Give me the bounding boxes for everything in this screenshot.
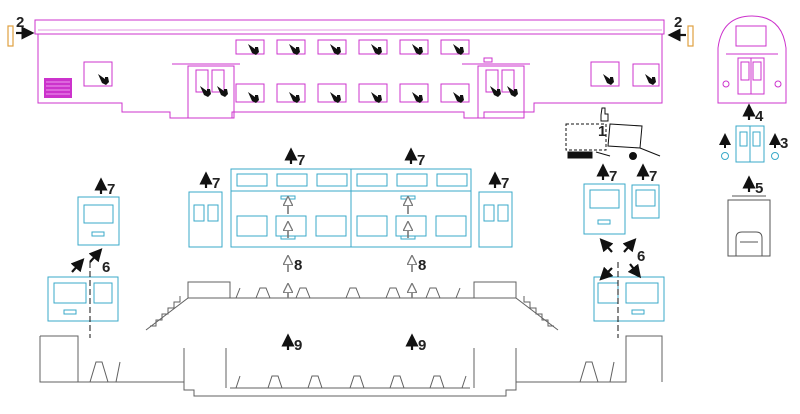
arrow-2-left: 2 bbox=[7, 14, 35, 47]
hand-pointer-icon bbox=[453, 44, 464, 55]
hand-pointer-icon bbox=[645, 74, 656, 85]
hand-pointer-icon bbox=[412, 44, 423, 55]
label-3: 3 bbox=[780, 135, 788, 152]
coach-side-view bbox=[34, 19, 665, 119]
hand-pointer-icon bbox=[289, 44, 300, 55]
label-7-f: 7 bbox=[609, 168, 617, 185]
label-7-g: 7 bbox=[649, 168, 657, 185]
labels-7: 7 7 7 7 7 7 7 bbox=[107, 152, 657, 198]
hand-pointer-icon bbox=[330, 44, 341, 55]
label-4: 4 bbox=[755, 108, 764, 125]
hand-pointer-icon bbox=[248, 44, 259, 55]
label-8-a: 8 bbox=[294, 257, 302, 274]
hand-pointer-icon bbox=[490, 86, 501, 97]
hand-pointer-icon bbox=[603, 74, 614, 85]
arrows-9 bbox=[281, 333, 419, 350]
upper-floor-frame bbox=[145, 281, 559, 331]
arrow-3: 3 bbox=[719, 133, 788, 152]
arrows-7 bbox=[94, 147, 650, 194]
hand-pointer-icon bbox=[248, 92, 259, 103]
lower-window-row bbox=[235, 83, 470, 103]
label-2-right: 2 bbox=[674, 14, 682, 31]
upper-window-row bbox=[235, 39, 470, 55]
coach-end-view bbox=[717, 15, 787, 104]
label-6-left: 6 bbox=[102, 259, 110, 276]
arrow-2-right: 2 bbox=[667, 14, 694, 47]
dashed-guides bbox=[89, 262, 619, 338]
label-7-b: 7 bbox=[212, 175, 220, 192]
label-7-e: 7 bbox=[501, 175, 509, 192]
step-1-illustration bbox=[565, 123, 661, 160]
hand-pointer-icon bbox=[330, 92, 341, 103]
hand-pointer-icon bbox=[371, 44, 382, 55]
label-9-a: 9 bbox=[294, 337, 302, 354]
label-7-c: 7 bbox=[297, 152, 305, 169]
label-1: 1 bbox=[598, 123, 606, 140]
label-7-d: 7 bbox=[417, 152, 425, 169]
label-9-b: 9 bbox=[418, 337, 426, 354]
hollow-arrows-panels bbox=[288, 201, 408, 238]
end-bellows-part bbox=[727, 195, 771, 257]
hollow-arrows-8 bbox=[288, 260, 412, 298]
hand-pointer-icons bbox=[98, 44, 656, 122]
hand-pointer-icon bbox=[371, 92, 382, 103]
arrow-4: 4 bbox=[742, 103, 764, 125]
coupler-hatch bbox=[46, 81, 70, 95]
label-7-a: 7 bbox=[107, 181, 115, 198]
hand-pointer-icon bbox=[412, 92, 423, 103]
hand-pointer-icon bbox=[453, 92, 464, 103]
label-6-right: 6 bbox=[637, 248, 645, 265]
lower-floor-frame bbox=[39, 335, 663, 397]
end-door-part bbox=[721, 125, 779, 163]
hand-pointer-icon bbox=[98, 74, 109, 85]
label-5: 5 bbox=[755, 180, 763, 197]
hand-pointer-icon bbox=[507, 86, 518, 97]
hand-pointer-icon bbox=[200, 86, 211, 97]
label-2-left: 2 bbox=[16, 14, 24, 31]
label-8-b: 8 bbox=[418, 257, 426, 274]
hand-pointer-icon bbox=[289, 92, 300, 103]
hand-pointer-icon bbox=[600, 107, 609, 122]
arrows-6 bbox=[70, 238, 642, 281]
hand-pointer-icon bbox=[217, 86, 228, 97]
cyan-wall-panels bbox=[47, 168, 665, 322]
upper-floor-seats bbox=[235, 287, 461, 299]
arrow-5: 5 bbox=[742, 175, 763, 197]
coupler-block bbox=[44, 78, 72, 98]
